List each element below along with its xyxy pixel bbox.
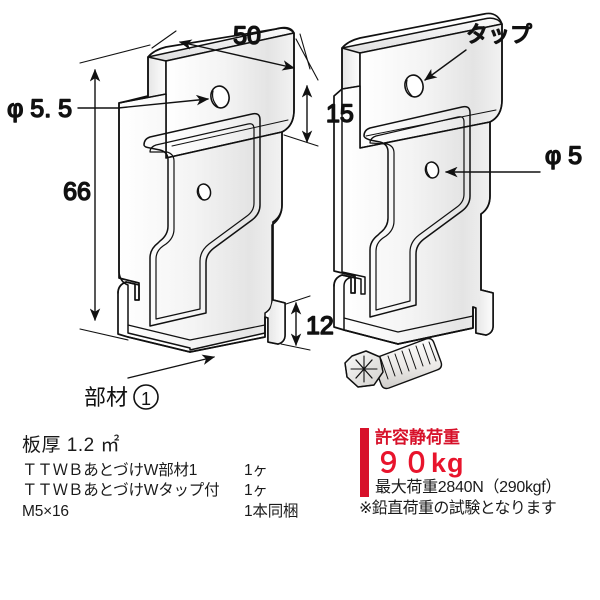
red-accent-bar (360, 428, 369, 498)
screw-shank (372, 337, 443, 390)
screw-m5x16 (344, 337, 443, 390)
bracket-left-edge-hi-4 (171, 119, 289, 147)
bracket-left-inner-contour-2 (149, 123, 255, 320)
bracket-right-hole-phi5-shadow (425, 164, 431, 178)
callout-phi55: φ 5. 5 (6, 94, 210, 124)
part-name: ＴＴＷＢあとづけW部材1 (22, 462, 198, 479)
bracket-left-hole-phi5-shadow (197, 186, 203, 200)
bracket-right-hole-phi5 (424, 161, 440, 179)
bracket-right-bottom-lip (343, 306, 474, 345)
callout-phi5: φ 5 (444, 141, 583, 178)
dim-66-label: 66 (63, 178, 91, 206)
dim-50-ext-left (151, 30, 177, 49)
parts-list-row: M5×16 1本同梱 (22, 502, 352, 522)
callout-phi55-leader (77, 94, 210, 109)
load-note-text: ※鉛直荷重の試験となります (359, 500, 557, 518)
bracket-left-hole-phi55 (210, 85, 230, 109)
bracket-left-hole-phi55-shadow (211, 90, 219, 108)
screw-cross-drive (350, 355, 378, 383)
dim-15-ext-top (295, 38, 319, 81)
dimension-66: 66 (62, 44, 151, 341)
callout-part-one-label: 部材 (84, 386, 128, 411)
bracket-right (333, 12, 503, 345)
callout-part-one (127, 354, 216, 379)
part-name: M5×16 (22, 502, 69, 520)
part-one-circle (133, 384, 159, 410)
bracket-left-edge-hi-3 (165, 131, 283, 159)
dim-12-ext-top (285, 295, 311, 305)
part-name: ＴＴＷＢあとづけWタップ付 (22, 482, 220, 500)
screw-head-flange (344, 362, 375, 388)
load-rating-text: 許容静荷重 ９０kg 最大荷重2840N（290kgf） (375, 428, 561, 497)
dimension-15: 15 (283, 38, 355, 147)
bracket-right-inner-contour-2 (369, 116, 465, 311)
bracket-right-edge-hi-4 (365, 109, 497, 137)
screw-threads (380, 341, 437, 380)
load-max-text: 最大荷重2840N（290kgf） (375, 478, 562, 496)
bracket-left (117, 26, 295, 353)
callout-tap-leader (424, 49, 467, 81)
plate-thickness-title: 板厚 1.2 ㎡ (22, 435, 120, 456)
callout-tap: タップ (424, 22, 533, 81)
part-qty: 1ヶ (244, 462, 268, 479)
dim-66-ext-top (79, 44, 151, 64)
bracket-left-lower-tab (267, 299, 286, 345)
dim-12-label: 12 (306, 312, 334, 340)
callout-part-one-leader (127, 354, 216, 379)
bracket-left-hole-phi5 (196, 183, 212, 201)
bracket-right-hook-tab (333, 274, 356, 294)
bracket-right-edge-hi-2 (341, 85, 361, 90)
part-one-number: 1 (141, 389, 151, 409)
dim-15-label: 15 (326, 100, 354, 128)
dim-12-ext-bottom (280, 343, 311, 351)
bracket-left-hook-tab (117, 281, 140, 301)
load-rating-upper: 許容静荷重 ９０kg 最大荷重2840N（290kgf） (360, 428, 595, 498)
load-rating-label: 許容静荷重 (375, 428, 460, 447)
spec-text-block: 板厚 1.2 ㎡ ＴＴＷＢあとづけW部材1 1ヶ ＴＴＷＢあとづけWタップ付 1… (22, 430, 352, 522)
bracket-right-lower-tab (475, 289, 494, 336)
bracket-right-bottom-lip-2 (343, 315, 474, 333)
dim-15-ext-bottom (283, 134, 319, 147)
part-qty: 1本同梱 (244, 502, 299, 520)
bracket-left-bottom-lip (127, 316, 266, 353)
part-qty: 1ヶ (244, 482, 268, 500)
dim-66-ext-bottom (79, 328, 129, 341)
parts-list-row: ＴＴＷＢあとづけWタップ付 1ヶ (22, 481, 352, 501)
callout-tap-label: タップ (466, 23, 532, 48)
bracket-left-edge-hi-2 (118, 93, 167, 104)
dim-50-line (178, 39, 296, 71)
parts-list-row: ＴＴＷＢあとづけW部材1 1ヶ (22, 461, 352, 481)
dim-50-label: 50 (233, 22, 261, 50)
dim-50-ext-right (299, 33, 311, 70)
load-rating-value: ９０kg (375, 447, 465, 478)
bracket-right-tap-hole-shadow (405, 79, 413, 97)
bracket-right-edge-hi-3 (359, 121, 491, 149)
dimension-50: 50 (151, 21, 311, 71)
parts-list: ＴＴＷＢあとづけW部材1 1ヶ ＴＴＷＢあとづけWタップ付 1ヶ M5×16 1… (22, 461, 352, 522)
callout-part-one-text: 部材 1 (84, 384, 159, 411)
bracket-left-bottom-lip-2 (127, 324, 266, 341)
callout-phi55-label: φ 5. 5 (7, 95, 72, 123)
bracket-right-tap-hole (404, 74, 424, 98)
technical-drawing: 50 66 15 12 (6, 12, 583, 411)
callout-phi5-label: φ 5 (545, 142, 582, 170)
dimension-12: 12 (280, 295, 335, 351)
load-rating-block: 許容静荷重 ９０kg 最大荷重2840N（290kgf） ※鉛直荷重の試験となり… (359, 428, 595, 518)
